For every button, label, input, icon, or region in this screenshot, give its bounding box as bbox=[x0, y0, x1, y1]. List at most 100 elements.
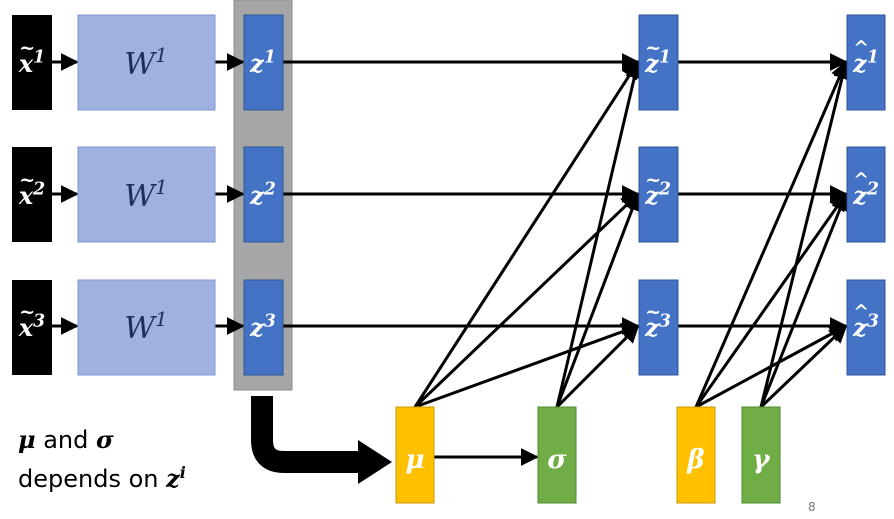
z-tilde-box bbox=[638, 14, 679, 111]
z-tilde-box bbox=[638, 279, 679, 376]
weight-label: W1 bbox=[124, 307, 168, 346]
sigma-label: σ bbox=[547, 445, 567, 475]
gamma-label: γ bbox=[752, 445, 771, 475]
weight-box bbox=[77, 14, 216, 111]
input-x-label: x2 bbox=[18, 179, 45, 210]
beta-box bbox=[676, 406, 716, 504]
z-hat-label-sup: 1 bbox=[867, 47, 879, 67]
caption-sigma: σ bbox=[96, 425, 114, 454]
weight-label-base: W bbox=[124, 47, 157, 82]
z-hat-label-base: z bbox=[852, 49, 868, 78]
arrow-mu-to-ztilde bbox=[413, 192, 640, 409]
arrow-beta-to-zhat bbox=[694, 60, 848, 408]
z-label: z3 bbox=[249, 311, 276, 342]
z-tilde-label-sup: 3 bbox=[659, 311, 671, 331]
arrow-mu-to-ztilde bbox=[414, 323, 640, 409]
input-x-box bbox=[12, 280, 52, 375]
dependency-arrow-head bbox=[358, 440, 392, 484]
arrow-gamma-to-zhat bbox=[759, 60, 851, 408]
input-x-label-base: x bbox=[18, 49, 34, 78]
z-box bbox=[243, 279, 284, 376]
arrow-mu-to-ztilde bbox=[413, 60, 640, 408]
z-tilde-label-accent: ~ bbox=[645, 37, 661, 60]
caption-mu: μ bbox=[18, 425, 36, 454]
z-tilde-label-sup: 2 bbox=[658, 179, 671, 199]
z-tilde-label-base: z bbox=[644, 313, 660, 342]
z-label: z2 bbox=[249, 179, 276, 210]
z-label-sup: 2 bbox=[263, 179, 276, 199]
z-label: z1 bbox=[249, 47, 276, 78]
z-tilde-label-base: z bbox=[644, 49, 660, 78]
sigma-box bbox=[537, 406, 577, 504]
z-hat-label: z2 bbox=[852, 179, 879, 210]
z-tilde-label: z3 bbox=[644, 311, 671, 342]
weight-box bbox=[77, 279, 216, 376]
z-hat-label-accent: ^ bbox=[853, 37, 869, 60]
input-x-box bbox=[12, 147, 52, 242]
weight-label-sup: 1 bbox=[155, 307, 168, 331]
arrow-beta-to-zhat bbox=[695, 324, 848, 409]
dependency-arrow bbox=[251, 396, 360, 473]
input-x-label-base: x bbox=[18, 181, 34, 210]
arrow-sigma-to-ztilde bbox=[555, 324, 640, 409]
z-hat-box bbox=[846, 279, 886, 376]
mu-label: μ bbox=[405, 445, 424, 475]
weight-label: W1 bbox=[124, 175, 168, 214]
z-tilde-box bbox=[638, 146, 679, 243]
z-hat-label-sup: 2 bbox=[866, 179, 879, 199]
weight-label-base: W bbox=[124, 311, 157, 346]
z-tilde-label-accent: ~ bbox=[645, 169, 661, 192]
input-x-label: x1 bbox=[18, 47, 45, 78]
z-box bbox=[243, 146, 284, 243]
input-x-box bbox=[12, 15, 52, 110]
input-x-label-sup: 2 bbox=[32, 179, 45, 199]
caption-depends: depends on bbox=[18, 465, 167, 493]
input-x-label-accent: ~ bbox=[19, 37, 35, 60]
input-x-label-base: x bbox=[18, 313, 34, 342]
z-label-sup: 1 bbox=[264, 47, 276, 67]
arrow-beta-to-zhat bbox=[694, 192, 848, 408]
arrow-gamma-to-zhat bbox=[759, 192, 849, 408]
z-tilde-label-accent: ~ bbox=[645, 301, 661, 324]
z-hat-box bbox=[846, 146, 886, 243]
z-hat-label-sup: 3 bbox=[867, 311, 879, 331]
z-hat-label-base: z bbox=[852, 181, 868, 210]
z-label-base: z bbox=[249, 181, 265, 210]
arrow-sigma-to-ztilde bbox=[555, 192, 641, 408]
arrow-gamma-to-zhat bbox=[759, 324, 848, 409]
weight-label-sup: 1 bbox=[155, 43, 168, 67]
z-hat-box bbox=[846, 14, 886, 111]
z-hat-label-accent: ^ bbox=[853, 169, 869, 192]
page-number: 8 bbox=[808, 500, 816, 514]
gamma-box bbox=[741, 406, 781, 504]
z-hat-label: z1 bbox=[852, 47, 879, 78]
input-x-label-sup: 1 bbox=[33, 47, 45, 67]
caption-line-1: μ and σ bbox=[18, 425, 114, 454]
weight-box bbox=[77, 146, 216, 243]
beta-label: β bbox=[686, 445, 704, 475]
weight-label-base: W bbox=[124, 179, 157, 214]
caption-and: and bbox=[35, 426, 96, 454]
z-tilde-label: z1 bbox=[644, 47, 671, 78]
input-x-label-sup: 3 bbox=[33, 311, 45, 331]
z-tilde-label-sup: 1 bbox=[659, 47, 671, 67]
caption-z: z bbox=[166, 464, 180, 493]
z-tilde-label: z2 bbox=[644, 179, 671, 210]
z-tilde-label-base: z bbox=[644, 181, 660, 210]
z-box bbox=[243, 14, 284, 111]
z-hat-label: z3 bbox=[852, 311, 879, 342]
mu-box bbox=[395, 406, 435, 504]
weight-label-sup: 1 bbox=[155, 175, 168, 199]
weight-label: W1 bbox=[124, 43, 168, 82]
input-x-label-accent: ~ bbox=[19, 169, 35, 192]
input-x-label-accent: ~ bbox=[19, 301, 35, 324]
z-hat-label-accent: ^ bbox=[853, 301, 869, 324]
caption-z-sup: i bbox=[179, 463, 186, 482]
caption-line-2: depends on zi bbox=[18, 463, 186, 493]
input-x-label: x3 bbox=[18, 311, 45, 342]
z-label-base: z bbox=[249, 49, 265, 78]
z-label-sup: 3 bbox=[264, 311, 276, 331]
z-label-base: z bbox=[249, 313, 265, 342]
z-hat-label-base: z bbox=[852, 313, 868, 342]
